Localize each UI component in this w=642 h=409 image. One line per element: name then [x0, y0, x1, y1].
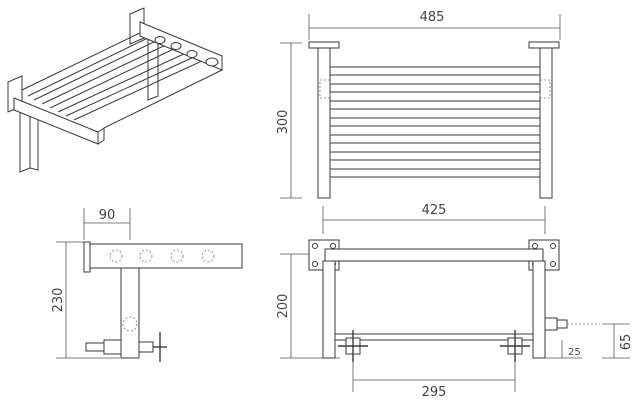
- top-side-bar-left: [317, 47, 331, 199]
- front-bottom-rail: [334, 333, 534, 341]
- dim-top-width: 485: [420, 10, 445, 25]
- side-leg: [120, 267, 140, 359]
- front-leg-right: [532, 260, 546, 359]
- front-valve-right: [500, 330, 530, 362]
- dim-valve-spacing: 295: [422, 385, 447, 400]
- side-valve-body: [103, 339, 122, 355]
- dim-side-height: 230: [51, 288, 66, 313]
- top-view: 485 300: [276, 10, 561, 199]
- top-side-bar-right: [539, 47, 553, 199]
- dim-valve-offset: 25: [568, 347, 581, 358]
- top-wall-plate-left: [308, 41, 340, 49]
- front-leg-left: [322, 260, 336, 359]
- dim-top-height: 300: [276, 110, 291, 135]
- iso-tubes: [21, 27, 205, 121]
- front-valve-left: [338, 330, 368, 362]
- side-view: 90 230: [51, 208, 243, 362]
- top-wall-plate-right: [528, 41, 560, 49]
- iso-leg-right: [147, 34, 159, 101]
- element-connector: [544, 317, 558, 331]
- dim-front-width: 425: [422, 203, 447, 218]
- side-top-bar: [89, 243, 243, 269]
- side-wall-plate: [83, 241, 91, 273]
- isometric-view: [7, 7, 223, 173]
- top-tubes: [329, 66, 541, 178]
- front-top-bar: [324, 248, 544, 262]
- dim-pipe-height: 65: [619, 334, 634, 351]
- dim-side-depth: 90: [99, 208, 116, 223]
- iso-tube-end: [205, 57, 219, 67]
- dim-front-height: 200: [276, 294, 291, 319]
- front-view: 425 200: [276, 203, 634, 400]
